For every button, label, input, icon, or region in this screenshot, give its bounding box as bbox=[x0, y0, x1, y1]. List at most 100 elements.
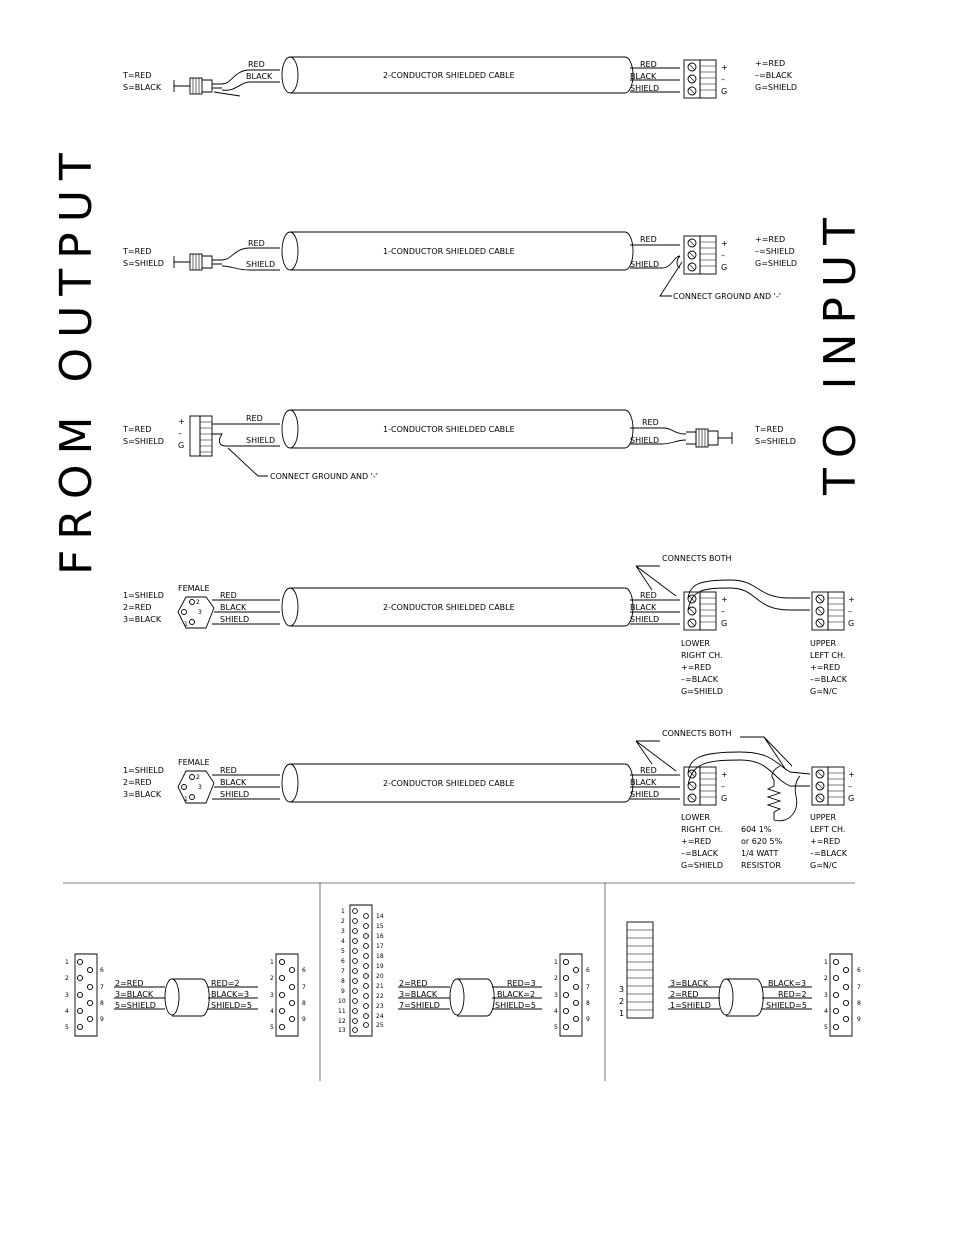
term-ground: G bbox=[178, 441, 184, 450]
out-wire-shield: SHIELD bbox=[630, 615, 659, 624]
shielded-cable: 2-CONDUCTOR SHIELDED CABLE bbox=[281, 56, 634, 94]
pin-label: 2 bbox=[824, 975, 828, 982]
dest-legend-1: T=RED bbox=[754, 425, 783, 434]
cable-label: 1-CONDUCTOR SHIELDED CABLE bbox=[383, 247, 515, 256]
in-wire-red: RED bbox=[220, 766, 237, 775]
terminal-block: + – G bbox=[178, 415, 213, 457]
pin-label: 20 bbox=[376, 973, 384, 980]
xlr-pin-3: 3 bbox=[198, 609, 202, 616]
upper-legend-4: –=BLACK bbox=[810, 675, 848, 684]
pin-label: 21 bbox=[376, 983, 384, 990]
wire-label: BLACK=2 bbox=[497, 990, 535, 999]
pin-label: 14 bbox=[376, 913, 384, 920]
pin-label: 2 bbox=[554, 975, 558, 982]
terminal-block-lower: + – G bbox=[683, 591, 728, 631]
dest-legend-1: +=RED bbox=[755, 59, 785, 68]
connects-both-note: CONNECTS BOTH bbox=[662, 554, 732, 563]
term-minus: – bbox=[721, 75, 725, 84]
pin-label: 6 bbox=[302, 967, 306, 974]
wire-label: SHIELD=5 bbox=[766, 1001, 807, 1010]
shielded-cable: 2-CONDUCTOR SHIELDED CABLE bbox=[281, 763, 634, 803]
pin-header: 3 2 1 bbox=[619, 921, 654, 1019]
wire-label: 3=BLACK bbox=[115, 990, 154, 999]
xlr-connector: 2 1 3 bbox=[177, 596, 215, 629]
term-minus: – bbox=[721, 251, 725, 260]
out-wire-red: RED bbox=[640, 60, 657, 69]
diagram-rca-to-terminal-2-conductor: T=RED S=BLACK RED BLACK 2-CONDUCTOR SHIE… bbox=[122, 56, 797, 99]
resistor-legend-1: 604 1% bbox=[741, 825, 772, 834]
db25-pins: 1 2 3 4 5 6 7 8 9 10 11 12 13 14 15 16 1… bbox=[338, 908, 384, 1034]
xlr-pin-1: 1 bbox=[184, 796, 188, 803]
pin-label: 6 bbox=[586, 967, 590, 974]
upper-legend-3: +=RED bbox=[810, 663, 840, 672]
pin-label: 5 bbox=[824, 1024, 828, 1031]
in-wire-shield: SHIELD bbox=[246, 436, 275, 445]
wire-label: 2=RED bbox=[399, 979, 428, 988]
xlr-pin-2: 2 bbox=[196, 599, 200, 606]
term-ground: G bbox=[721, 87, 727, 96]
wire-label: BLACK=3 bbox=[768, 979, 806, 988]
resistor bbox=[766, 765, 801, 822]
wire-label: 2=RED bbox=[670, 990, 699, 999]
term-ground: G bbox=[721, 619, 727, 628]
terminal-block: + – G bbox=[683, 59, 728, 99]
shielded-cable bbox=[449, 978, 495, 1017]
shielded-cable bbox=[164, 978, 210, 1017]
term-minus: – bbox=[721, 607, 725, 616]
pin-label: 2 bbox=[619, 997, 624, 1006]
pin-label: 3 bbox=[619, 985, 624, 994]
resistor-legend-3: 1/4 WATT bbox=[741, 849, 778, 858]
pin-label: 1 bbox=[270, 959, 274, 966]
connect-ground-note: CONNECT GROUND AND '-' bbox=[270, 472, 378, 481]
source-legend-1: 1=SHIELD bbox=[123, 591, 164, 600]
pin-label: 1 bbox=[824, 959, 828, 966]
pin-label: 5 bbox=[270, 1024, 274, 1031]
pin-label: 9 bbox=[100, 1016, 104, 1023]
wire-label: BLACK=3 bbox=[211, 990, 249, 999]
pin-label: 5 bbox=[554, 1024, 558, 1031]
lower-legend-2: RIGHT CH. bbox=[681, 651, 723, 660]
out-wire-black: BLACK bbox=[630, 72, 657, 81]
pin-label: 7 bbox=[586, 984, 590, 991]
pin-label: 1 bbox=[554, 959, 558, 966]
pin-label: 2 bbox=[341, 918, 345, 925]
in-wire-red: RED bbox=[220, 591, 237, 600]
out-wire-red: RED bbox=[642, 418, 659, 427]
db9-right-pins: 1 2 3 4 5 6 7 8 9 bbox=[554, 958, 590, 1031]
pin-label: 3 bbox=[341, 928, 345, 935]
pin-label: 1 bbox=[65, 959, 69, 966]
in-wire-black: BLACK bbox=[220, 603, 247, 612]
from-output-label: FROM OUTPUT bbox=[51, 143, 102, 575]
xlr-label: FEMALE bbox=[178, 758, 210, 767]
shielded-cable: 2-CONDUCTOR SHIELDED CABLE bbox=[281, 587, 634, 627]
pin-label: 4 bbox=[65, 1008, 69, 1015]
pin-label: 5 bbox=[65, 1024, 69, 1031]
pin-label: 2 bbox=[65, 975, 69, 982]
wire-label: RED=2 bbox=[211, 979, 240, 988]
dest-legend-2: –=BLACK bbox=[755, 71, 793, 80]
db9-right-shell bbox=[275, 953, 299, 1037]
pin-label: 3 bbox=[824, 992, 828, 999]
pin-label: 19 bbox=[376, 963, 384, 970]
resistor-legend-4: RESISTOR bbox=[741, 861, 781, 870]
pin-label: 8 bbox=[302, 1000, 306, 1007]
pin-label: 6 bbox=[341, 958, 345, 965]
lower-legend-5: G=SHIELD bbox=[681, 687, 723, 696]
pin-label: 4 bbox=[341, 938, 345, 945]
dest-legend-3: G=SHIELD bbox=[755, 83, 797, 92]
source-legend-2: S=BLACK bbox=[123, 83, 162, 92]
cable-label: 2-CONDUCTOR SHIELDED CABLE bbox=[383, 71, 515, 80]
shielded-cable: 1-CONDUCTOR SHIELDED CABLE bbox=[281, 409, 634, 449]
out-wire-red: RED bbox=[640, 591, 657, 600]
serial-db9-to-db9: 1 2 3 4 5 6 7 8 9 2=RED 3=BLACK 5=SHIELD… bbox=[65, 953, 306, 1037]
wire-label: RED=3 bbox=[507, 979, 536, 988]
to-input-label: TO INPUT bbox=[815, 208, 866, 496]
pin-label: 9 bbox=[341, 988, 345, 995]
out-wire-shield: SHIELD bbox=[630, 84, 659, 93]
lower-legend-1: LOWER bbox=[681, 639, 710, 648]
pin-label: 16 bbox=[376, 933, 384, 940]
resistor-legend-2: or 620 5% bbox=[741, 837, 783, 846]
db9-right-pins: 1 2 3 4 5 6 7 8 9 bbox=[270, 958, 306, 1031]
pin-label: 17 bbox=[376, 943, 384, 950]
out-wire-red: RED bbox=[640, 766, 657, 775]
